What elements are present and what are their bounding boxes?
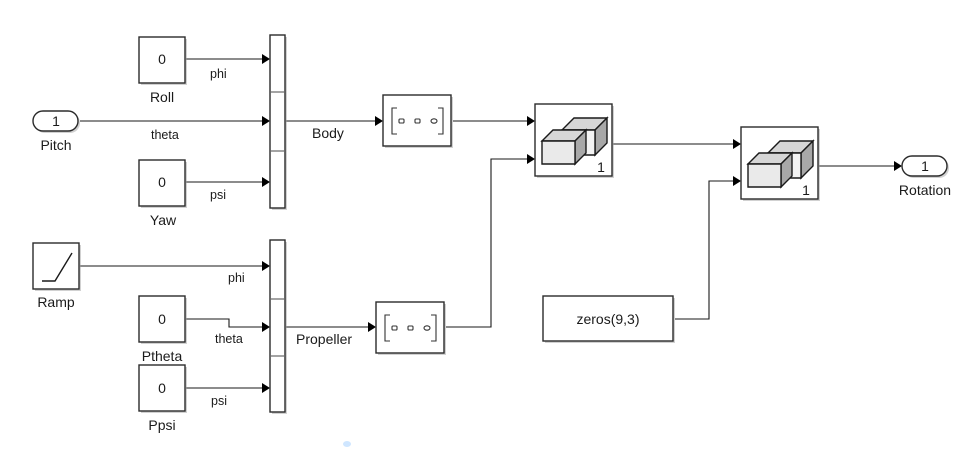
ramp-icon bbox=[42, 252, 73, 282]
arrowhead bbox=[262, 261, 270, 271]
arrowhead bbox=[262, 322, 270, 332]
reshape-icon bbox=[391, 107, 444, 135]
reshape-block-propeller[interactable] bbox=[375, 301, 446, 355]
concat-dimension: 1 bbox=[802, 182, 810, 198]
concatenate-cubes-icon bbox=[540, 116, 609, 166]
inport-pitch[interactable]: 1 bbox=[32, 110, 80, 133]
concatenate-cubes-icon bbox=[746, 139, 815, 189]
block-label-rotation: Rotation bbox=[899, 182, 951, 198]
signal-label-theta: theta bbox=[215, 332, 243, 346]
arrowhead bbox=[262, 54, 270, 64]
arrowhead bbox=[733, 176, 741, 186]
arrowhead bbox=[368, 322, 376, 332]
arrowhead bbox=[262, 177, 270, 187]
constant-value: 0 bbox=[158, 174, 166, 190]
constant-value: 0 bbox=[158, 311, 166, 327]
constant-block-roll[interactable]: 0 bbox=[138, 36, 187, 85]
constant-block-ptheta[interactable]: 0 bbox=[138, 295, 187, 344]
arrowhead bbox=[733, 139, 741, 149]
arrowhead bbox=[527, 154, 535, 164]
arrowhead bbox=[527, 116, 535, 126]
signal-label-phi: phi bbox=[228, 271, 245, 285]
arrowhead bbox=[262, 383, 270, 393]
wire-reshape2-concat1[interactable] bbox=[446, 158, 527, 328]
constant-block-ppsi[interactable]: 0 bbox=[138, 364, 187, 413]
mux-block-propeller[interactable] bbox=[269, 239, 287, 414]
block-label-pitch: Pitch bbox=[40, 137, 71, 153]
selection-marker bbox=[343, 441, 351, 447]
arrowhead bbox=[375, 116, 383, 126]
block-label-ramp: Ramp bbox=[37, 294, 75, 310]
reshape-block-body[interactable] bbox=[382, 94, 453, 148]
signal-label-psi: psi bbox=[210, 188, 226, 202]
signal-label-phi: phi bbox=[210, 67, 227, 81]
arrowhead bbox=[894, 161, 902, 171]
signal-label-body: Body bbox=[312, 125, 344, 141]
port-number: 1 bbox=[921, 158, 929, 174]
block-label-ptheta: Ptheta bbox=[142, 348, 183, 364]
wire-zeros-concat2[interactable] bbox=[675, 180, 733, 320]
constant-value: zeros(9,3) bbox=[576, 311, 639, 327]
mux-block-body[interactable] bbox=[269, 34, 287, 210]
concatenate-block-1[interactable]: 1 bbox=[534, 103, 614, 178]
arrowhead bbox=[262, 116, 270, 126]
signal-label-theta: theta bbox=[151, 128, 179, 142]
block-label-roll: Roll bbox=[150, 89, 174, 105]
constant-value: 0 bbox=[158, 51, 166, 67]
constant-block-zeros[interactable]: zeros(9,3) bbox=[542, 295, 675, 343]
block-label-ppsi: Ppsi bbox=[148, 417, 175, 433]
constant-block-yaw[interactable]: 0 bbox=[138, 159, 187, 208]
block-label-yaw: Yaw bbox=[150, 212, 177, 228]
signal-label-psi: psi bbox=[211, 394, 227, 408]
concat-dimension: 1 bbox=[597, 159, 605, 175]
wire-ptheta-theta[interactable] bbox=[186, 318, 262, 328]
outport-rotation[interactable]: 1 bbox=[901, 155, 949, 178]
signal-label-propeller: Propeller bbox=[296, 331, 352, 347]
constant-value: 0 bbox=[158, 380, 166, 396]
concatenate-block-2[interactable]: 1 bbox=[740, 126, 820, 201]
port-number: 1 bbox=[52, 113, 60, 129]
reshape-icon bbox=[384, 314, 437, 342]
ramp-block[interactable] bbox=[32, 242, 81, 291]
